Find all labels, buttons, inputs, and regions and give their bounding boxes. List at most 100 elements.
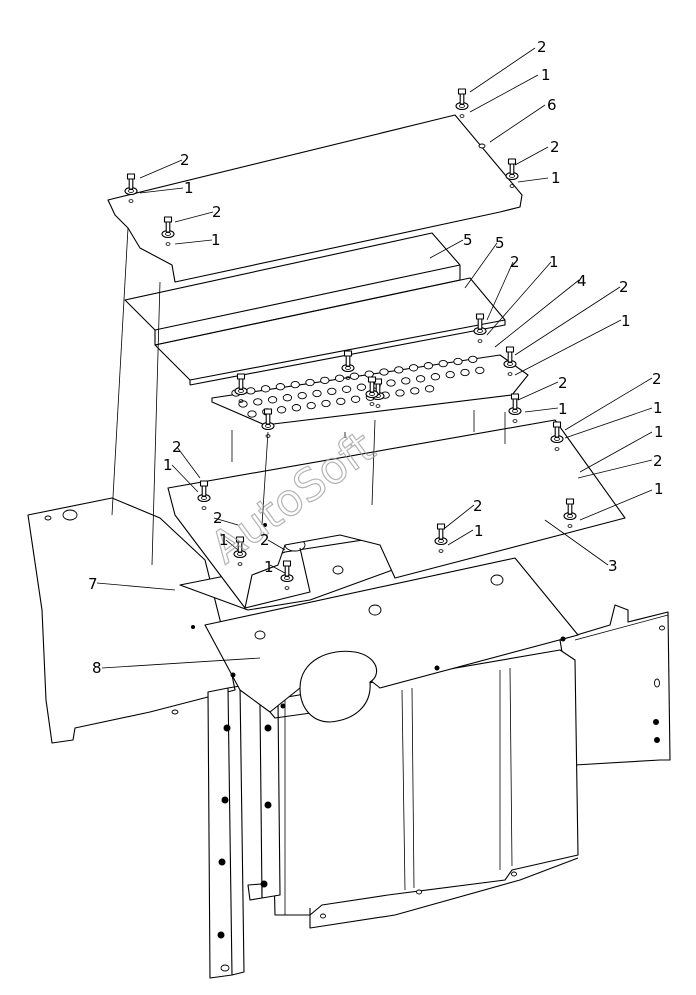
perforation-hole: [267, 396, 278, 404]
callout-label: 2: [260, 531, 270, 549]
callout-label: 1: [163, 456, 173, 474]
perforation-hole: [290, 380, 300, 389]
perforation-hole: [468, 355, 478, 364]
callout-label: 5: [463, 231, 473, 249]
perforation-hole: [306, 401, 316, 410]
side-frame-right: [559, 604, 671, 766]
perforation-hole: [430, 373, 441, 381]
perforation-hole: [445, 370, 455, 379]
callout-label: 1: [184, 179, 194, 197]
perforation-hole: [275, 383, 286, 391]
callout-label: 1: [219, 531, 229, 549]
perforation-hole: [438, 359, 448, 368]
perforation-hole: [386, 379, 396, 387]
callout-label: 2: [652, 370, 662, 388]
bolt-washer-fastener: [124, 173, 138, 203]
perforation-hole: [401, 377, 411, 385]
bolt-washer-fastener: [434, 523, 448, 553]
perforation-hole: [253, 398, 263, 406]
bolt-washer-fastener: [505, 158, 519, 188]
callout-label: 2: [558, 374, 568, 392]
bolt-washer-fastener: [473, 313, 487, 343]
perforation-hole: [415, 375, 426, 383]
perforation-hole: [334, 374, 345, 382]
callout-label: 1: [474, 522, 484, 540]
callout-label: 2: [510, 253, 520, 271]
perforation-hole: [327, 387, 337, 396]
bolt-washer-fastener: [161, 216, 175, 246]
bolt-washer-fastener: [455, 88, 469, 118]
callout-label: 2: [212, 203, 222, 221]
perforation-hole: [247, 410, 257, 418]
projection-lines: [111, 227, 506, 566]
callout-label: 1: [558, 400, 568, 418]
callout-label: 1: [621, 312, 631, 330]
callout-label: 1: [264, 558, 274, 576]
callout-label: 1: [653, 399, 663, 417]
perforation-hole: [336, 397, 346, 406]
perforation-hole: [460, 368, 470, 377]
perforation-hole: [321, 399, 331, 408]
perforation-hole: [408, 364, 419, 372]
perforation-hole: [312, 389, 322, 398]
callout-label: 2: [619, 278, 629, 296]
perforation-hole: [350, 395, 361, 403]
bolt-washer-fastener: [550, 421, 564, 451]
callout-label: 7: [88, 575, 98, 593]
leader-lines: [96, 47, 653, 669]
strip-5-upper: [124, 232, 461, 346]
bolt-washer-fastener: [503, 346, 517, 376]
perforation-hole: [260, 385, 271, 393]
vertical-posts: [207, 685, 281, 979]
perforation-hole: [246, 387, 256, 395]
perforation-hole: [395, 389, 405, 397]
perforation-hole: [356, 383, 367, 391]
bolt-washer-fastener: [261, 408, 275, 438]
perforation-hole: [297, 391, 307, 400]
callout-label: 1: [541, 66, 551, 84]
callout-labels: 2 1 6 2 1 2 1 2 1 5 5 2 1 4 2 1 2 1 2 1 …: [88, 38, 664, 677]
callout-label: 1: [654, 480, 664, 498]
perforation-hole: [364, 370, 374, 378]
perforation-hole: [394, 366, 404, 374]
bolt-washer-fastener: [234, 373, 248, 403]
bolt-washer-fastener: [508, 393, 522, 423]
callout-label: 3: [608, 557, 618, 575]
perforation-holes: [231, 355, 485, 418]
perforation-hole: [341, 385, 352, 393]
callout-label: 2: [213, 509, 223, 527]
bolt-washer-fastener: [233, 536, 247, 566]
callout-label: 6: [547, 96, 557, 114]
bolt-washer-fastener: [280, 560, 294, 590]
perforation-hole: [282, 394, 293, 402]
callout-label: 1: [211, 231, 221, 249]
perforation-hole: [349, 372, 360, 380]
perforation-hole: [475, 366, 485, 375]
fasteners: [124, 88, 577, 590]
bolt-washer-fastener: [341, 350, 355, 380]
perforation-hole: [423, 362, 434, 370]
callout-label: 2: [172, 438, 182, 456]
perforation-hole: [410, 387, 420, 395]
callout-label: 2: [180, 151, 190, 169]
callout-label: 1: [654, 423, 664, 441]
perforation-hole: [424, 385, 435, 393]
perforation-hole: [276, 406, 287, 414]
perforation-hole: [453, 357, 463, 366]
perforation-hole: [320, 376, 330, 385]
perforation-hole: [305, 378, 315, 387]
perforation-hole: [379, 368, 389, 376]
deck-plate-8: [204, 557, 579, 723]
callout-label: 2: [473, 497, 483, 515]
callout-label: 2: [550, 138, 560, 156]
bolt-washer-fastener: [563, 498, 577, 528]
callout-label: 5: [495, 234, 505, 252]
top-cover-6: [107, 114, 523, 283]
floor-plate-left: [27, 497, 236, 744]
callout-label: 2: [537, 38, 547, 56]
callout-label: 2: [653, 452, 663, 470]
bolt-washer-fastener: [365, 376, 379, 406]
callout-label: 4: [577, 272, 587, 290]
